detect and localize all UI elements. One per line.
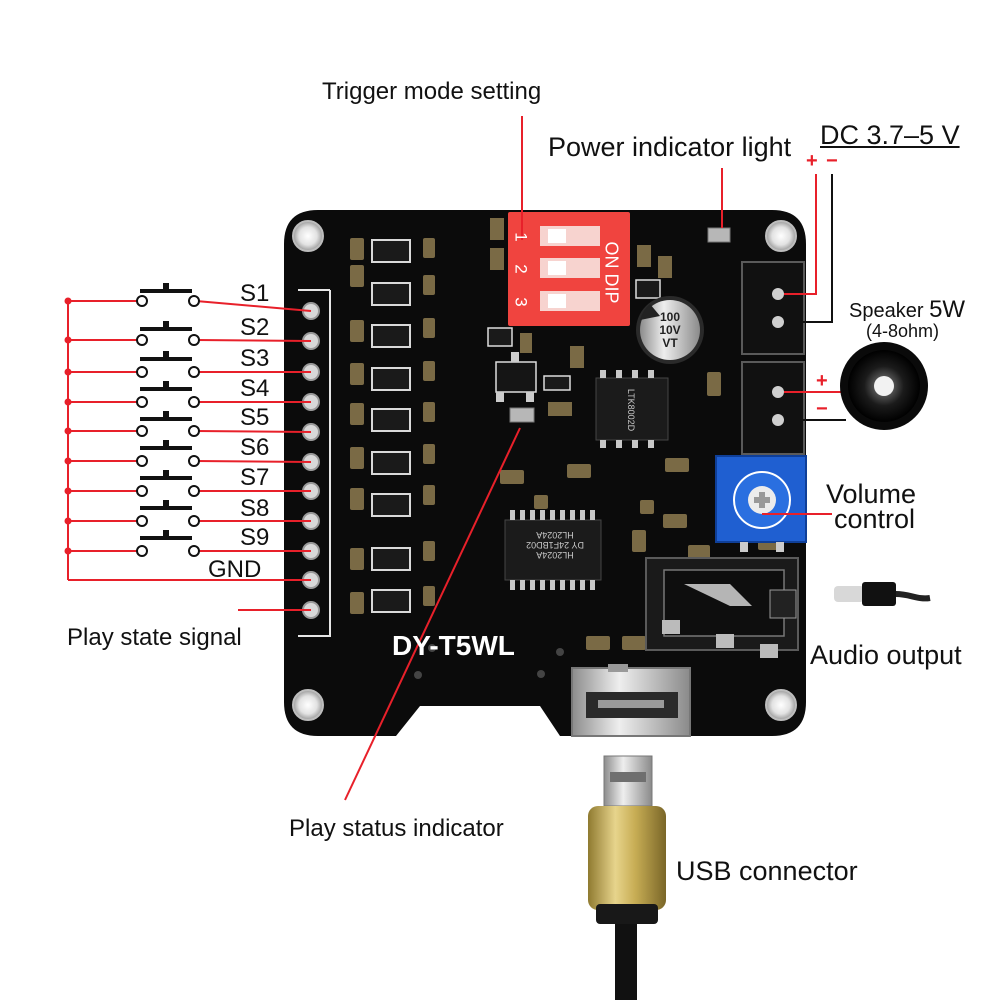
power-terminal-block <box>741 261 805 355</box>
volume-label-line1: Volume <box>826 479 917 509</box>
volume-potentiometer <box>715 455 807 552</box>
main-ic-line-1: HL2024A <box>536 550 574 560</box>
switch-label-s3: S3 <box>240 345 270 372</box>
gnd-label: GND <box>208 556 262 583</box>
switch-label-s8: S8 <box>240 495 270 522</box>
dip-number-2: 2 <box>511 264 531 274</box>
mounting-hole <box>292 689 324 721</box>
trigger-mode-label: Trigger mode setting <box>322 78 542 105</box>
amplifier-ic <box>595 370 669 448</box>
play-status-led <box>509 407 535 423</box>
power-indicator-label: Power indicator light <box>548 132 792 162</box>
speaker-impedance-label: (4-8ohm) <box>866 321 940 341</box>
main-ic-line-2: DY 24F1BD02 <box>526 540 584 550</box>
main-ic-marking: HL2024A DY 24F1BD02 HL2024A <box>520 530 590 560</box>
speaker-icon <box>840 342 928 430</box>
pcb-board <box>284 210 807 737</box>
push-button-caps <box>140 283 192 540</box>
mounting-hole <box>765 689 797 721</box>
speaker-power: 5W <box>929 296 966 323</box>
switch-label-s7: S7 <box>240 464 270 491</box>
volume-label-line2: control <box>834 504 916 534</box>
switch-label-s2: S2 <box>240 314 270 341</box>
dip-switch <box>508 212 630 326</box>
smd-diodes <box>371 239 411 613</box>
switch-label-s1: S1 <box>240 280 270 307</box>
capacitor-line-3: VT <box>662 336 678 350</box>
main-ic-line-3: HL2024A <box>536 530 574 540</box>
dc-minus-sign: − <box>826 150 838 172</box>
switch-label-s9: S9 <box>240 524 270 551</box>
dip-number-3: 3 <box>511 297 531 307</box>
capacitor-line-2: 10V <box>659 323 681 337</box>
audio-plug-icon <box>834 582 931 606</box>
push-button-symbols <box>136 295 200 557</box>
speaker-label: Speaker 5W <box>849 296 965 324</box>
audio-jack <box>645 557 799 658</box>
speaker-wires <box>784 391 846 421</box>
dip-on-text: ON DIP <box>601 241 622 304</box>
mounting-hole <box>292 220 324 252</box>
switch-label-s4: S4 <box>240 375 270 402</box>
play-state-signal-label: Play state signal <box>67 624 242 651</box>
capacitor-marking: 100 10V VT <box>656 311 684 350</box>
usb-connector-label: USB connector <box>676 856 858 886</box>
usb-port <box>571 664 691 737</box>
speaker-plus-sign: + <box>816 370 828 392</box>
switch-label-s6: S6 <box>240 434 270 461</box>
dc-voltage-label: DC 3.7–5 V <box>820 120 960 150</box>
switch-label-s5: S5 <box>240 404 270 431</box>
dc-plus-sign: + <box>806 150 818 172</box>
dc-negative-wire <box>784 174 833 323</box>
capacitor-line-1: 100 <box>659 310 681 324</box>
audio-output-label: Audio output <box>810 640 962 670</box>
mounting-hole <box>765 220 797 252</box>
callout-lines <box>344 116 832 801</box>
switch-wiring <box>67 300 312 581</box>
dip-number-1: 1 <box>511 232 531 242</box>
speaker-terminal-block <box>741 361 805 455</box>
board-model-label: DY-T5WL <box>392 630 515 661</box>
smd-resistors <box>350 238 435 614</box>
usb-cable-icon <box>588 755 666 1000</box>
main-ic <box>504 510 602 590</box>
bus-junctions <box>64 297 72 555</box>
amplifier-ic-marking: LTK8002D <box>626 388 637 432</box>
speaker-prefix: Speaker <box>849 300 924 322</box>
speaker-minus-sign: − <box>816 398 828 420</box>
play-status-indicator-label: Play status indicator <box>289 815 504 842</box>
electrolytic-capacitor <box>636 296 704 364</box>
power-led <box>707 227 731 243</box>
